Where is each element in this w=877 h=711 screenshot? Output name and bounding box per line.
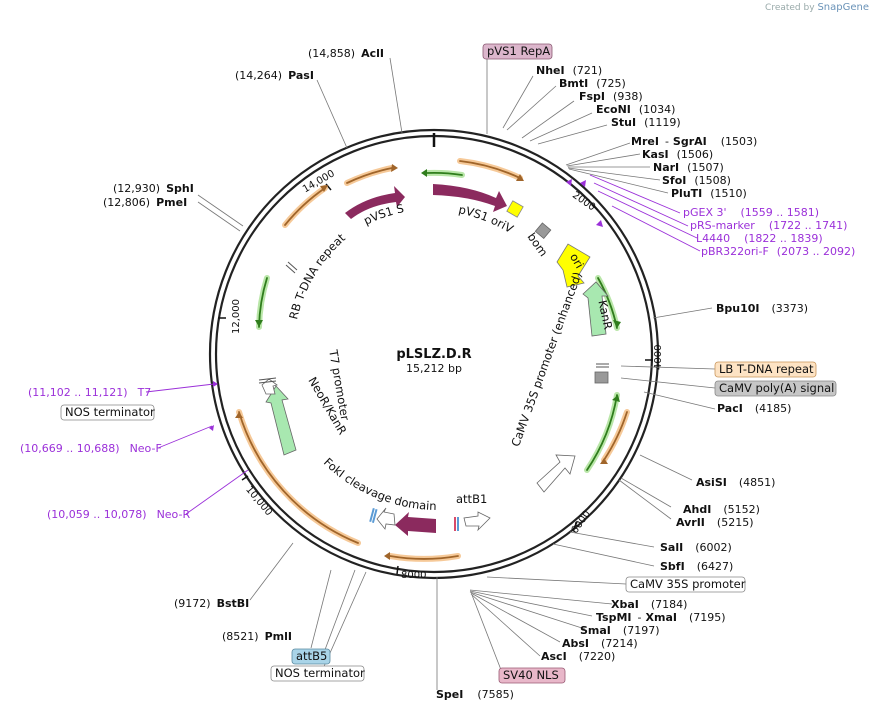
plasmid-size: 15,212 bp bbox=[406, 362, 462, 375]
snapgene-logo: SnapGene bbox=[817, 2, 869, 13]
enzyme-pluti[interactable]: PluTI(1510) bbox=[671, 187, 747, 200]
pvs1-staa-label: pVS1 StaA bbox=[0, 0, 405, 228]
camv35s-promoter-arrow[interactable] bbox=[536, 454, 576, 493]
nos-terminator-bottom-label: NOS terminator bbox=[275, 666, 365, 680]
polya-box[interactable] bbox=[594, 371, 609, 384]
enzyme-sbfi[interactable]: SbfI(6427) bbox=[660, 560, 733, 573]
pvs1-oriv-arrow[interactable] bbox=[433, 184, 507, 212]
enzyme-sphi[interactable]: (12,930)SphI bbox=[113, 182, 194, 195]
primer-t7[interactable]: (11,102 .. 11,121)T7 bbox=[28, 386, 151, 399]
enzyme-asisi[interactable]: AsiSI(4851) bbox=[696, 476, 775, 489]
oriv-yellow-box[interactable] bbox=[506, 200, 524, 218]
primer-neo-f[interactable]: (10,669 .. 10,688)Neo-F bbox=[20, 442, 162, 455]
ori-arrow[interactable] bbox=[556, 243, 591, 288]
enzyme-smai[interactable]: SmaI(7197) bbox=[580, 624, 659, 637]
enzyme-sali[interactable]: SalI(6002) bbox=[660, 541, 732, 554]
enzyme-fspi[interactable]: FspI(938) bbox=[579, 90, 643, 103]
pvs1-repa-label: pVS1 RepA bbox=[487, 44, 550, 58]
enzyme-paci[interactable]: PacI(4185) bbox=[717, 402, 791, 415]
tick-8000: 8000 bbox=[401, 570, 426, 581]
nos-terminator-left-label: NOS terminator bbox=[65, 405, 155, 419]
lb-tdna-box[interactable] bbox=[714, 361, 817, 378]
tick-2000: 2000 bbox=[570, 190, 597, 214]
camv-polya-label: CaMV poly(A) signal bbox=[719, 381, 834, 395]
camv-polya-box[interactable] bbox=[714, 380, 837, 397]
enzyme-absi[interactable]: AbsI(7214) bbox=[562, 637, 638, 650]
enzyme-acli[interactable]: (14,858)AclI bbox=[308, 47, 384, 60]
kanr-arrow[interactable] bbox=[582, 281, 609, 337]
backbone-outer bbox=[208, 128, 660, 580]
nos-terminator-bottom-box[interactable] bbox=[270, 665, 365, 682]
camv35s-enhanced-label: CaMV 35S promoter (enhanced) bbox=[508, 270, 584, 448]
enzyme-kasi[interactable]: KasI(1506) bbox=[642, 148, 713, 161]
orf-arc-top-right[interactable] bbox=[457, 158, 523, 181]
bom-box[interactable] bbox=[534, 222, 552, 240]
pvs1-staa-arrow[interactable] bbox=[345, 186, 405, 219]
enzyme-bpu10i[interactable]: Bpu10I(3373) bbox=[716, 302, 808, 315]
lb-tdna-label: LB T-DNA repeat bbox=[719, 362, 814, 376]
attb1-label: attB1 bbox=[456, 492, 487, 506]
tick-12000: 12,000 bbox=[231, 299, 242, 334]
enzyme-avrii[interactable]: AvrII(5215) bbox=[676, 516, 753, 529]
attb1-arrow[interactable] bbox=[463, 511, 491, 532]
enzyme-nhei[interactable]: NheI(721) bbox=[536, 64, 602, 77]
created-by-text: Created by bbox=[765, 3, 815, 13]
plasmid-name: pLSLZ.D.R bbox=[396, 347, 471, 362]
sv40-box[interactable] bbox=[498, 667, 566, 684]
camv35s-label: CaMV 35S promoter bbox=[630, 577, 746, 591]
enzyme-bstbi[interactable]: (9172)BstBI bbox=[174, 597, 249, 610]
kanr-label: KanR bbox=[595, 299, 615, 331]
foki-label: FokI cleavage domain bbox=[321, 455, 437, 513]
primer-pbr322ori[interactable]: pBR322ori-F(2073 .. 2092) bbox=[701, 245, 855, 258]
nos-terminator-left-box[interactable] bbox=[60, 404, 155, 421]
tick-4000: 4000 bbox=[653, 345, 664, 370]
enzyme-sfoi[interactable]: SfoI(1508) bbox=[662, 174, 731, 187]
enzyme-pasi[interactable]: (14,264)PasI bbox=[235, 69, 314, 82]
tick-10000: 10,000 bbox=[243, 484, 274, 518]
pvs1-oriv-label: pVS1 oriV bbox=[457, 202, 516, 236]
neor-kanr-arrow[interactable] bbox=[265, 385, 297, 456]
ori-label: ori bbox=[567, 251, 587, 271]
attb5-box[interactable] bbox=[291, 648, 331, 665]
primer-l4440[interactable]: L4440(1822 .. 1839) bbox=[696, 232, 823, 245]
enzyme-nari[interactable]: NarI(1507) bbox=[653, 161, 724, 174]
enzyme-stui[interactable]: StuI(1119) bbox=[611, 116, 681, 129]
attb5-arrow[interactable] bbox=[376, 507, 396, 530]
t7-promoter-arrow[interactable] bbox=[261, 378, 278, 395]
enzyme-spei[interactable]: SpeI(7585) bbox=[436, 688, 514, 701]
enzyme-ahdi[interactable]: AhdI(5152) bbox=[683, 503, 760, 516]
attb5-label: attB5 bbox=[296, 649, 327, 663]
primer-prs-marker[interactable]: pRS-marker(1722 .. 1741) bbox=[690, 219, 847, 232]
enzyme-bmti[interactable]: BmtI(725) bbox=[559, 77, 626, 90]
sv40-label: SV40 NLS bbox=[503, 668, 559, 682]
primer-pgex[interactable]: pGEX 3'(1559 .. 1581) bbox=[683, 206, 819, 219]
primer-neo-r[interactable]: (10,059 .. 10,078)Neo-R bbox=[47, 508, 190, 521]
rb-tdna-label: RB T-DNA repeat bbox=[286, 230, 348, 320]
pvs1-repa-box[interactable] bbox=[482, 43, 553, 60]
enzyme-pmei[interactable]: (12,806)PmeI bbox=[103, 196, 187, 209]
enzyme-mrei-sgrai[interactable]: MreI-SgrAI(1503) bbox=[631, 135, 757, 148]
foki-arrow[interactable] bbox=[395, 512, 436, 536]
snapgene-credit: Created by SnapGene bbox=[765, 2, 869, 13]
enzyme-xbai[interactable]: XbaI(7184) bbox=[611, 598, 687, 611]
camv35s-box[interactable] bbox=[625, 576, 746, 593]
enzyme-pmli[interactable]: (8521)PmlI bbox=[222, 630, 292, 643]
enzyme-econi[interactable]: EcoNI(1034) bbox=[596, 103, 675, 116]
enzyme-tspmi-xmai[interactable]: TspMI-XmaI(7195) bbox=[596, 611, 726, 624]
enzyme-asci[interactable]: AscI(7220) bbox=[541, 650, 615, 663]
